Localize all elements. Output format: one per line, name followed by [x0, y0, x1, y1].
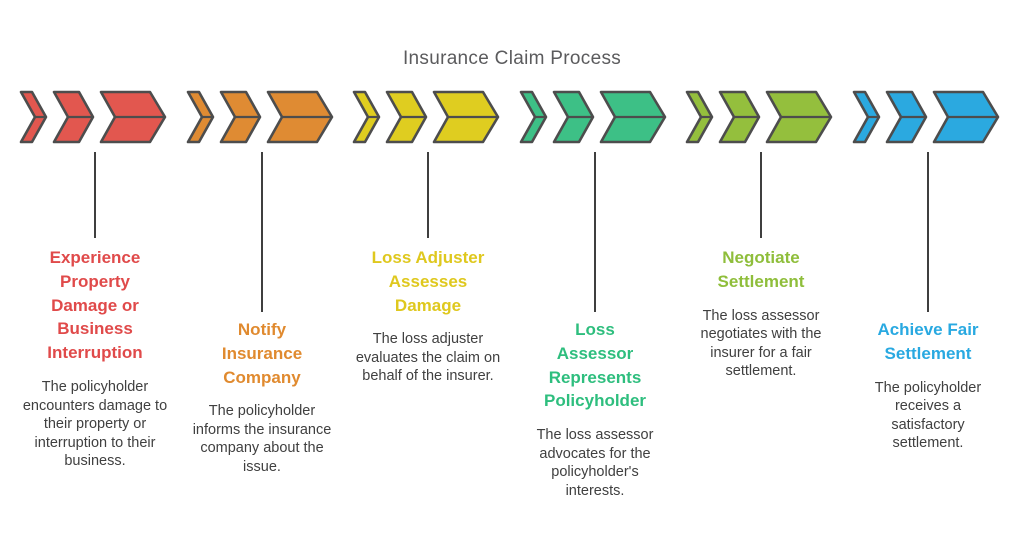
step-text-block: Loss Assessor Represents Policyholder Th… [524, 318, 666, 500]
connector-line [927, 152, 929, 312]
step-description: The loss adjuster evaluates the claim on… [355, 331, 501, 385]
step-description: The policyholder encounters damage to th… [22, 378, 168, 470]
step-description: The policyholder receives a satisfactory… [874, 379, 982, 452]
step-description: The loss assessor advocates for the poli… [536, 427, 654, 499]
step-title: Achieve Fair Settlement [877, 320, 979, 363]
step-description: The loss assessor negotiates with the in… [700, 307, 822, 380]
chevron-arrow-icon [852, 90, 1000, 144]
step-description: The policyholder informs the insurance c… [192, 403, 332, 476]
chevron-arrow-icon [186, 90, 334, 144]
step-title: Experience Property Damage or Business I… [47, 248, 143, 363]
connector-line [261, 152, 263, 312]
connector-line [594, 152, 596, 312]
step-text-block: Notify Insurance Company The policyholde… [189, 318, 335, 477]
connector-line [94, 152, 96, 238]
chevron-arrow-icon [19, 90, 167, 144]
step-title: Negotiate Settlement [717, 248, 805, 291]
step-title: Loss Adjuster Assesses Damage [371, 248, 485, 315]
step-text-block: Negotiate Settlement The loss assessor n… [690, 246, 832, 381]
chevron-arrow-icon [685, 90, 833, 144]
diagram-title: Insurance Claim Process [402, 48, 622, 69]
chevron-arrow-icon [352, 90, 500, 144]
step-title: Loss Assessor Represents Policyholder [543, 320, 647, 411]
connector-line [427, 152, 429, 238]
step-text-block: Achieve Fair Settlement The policyholder… [862, 318, 994, 453]
connector-line [760, 152, 762, 238]
chevron-arrow-icon [519, 90, 667, 144]
step-text-block: Experience Property Damage or Business I… [21, 246, 169, 471]
step-text-block: Loss Adjuster Assesses Damage The loss a… [354, 246, 502, 386]
step-title: Notify Insurance Company [221, 320, 303, 387]
